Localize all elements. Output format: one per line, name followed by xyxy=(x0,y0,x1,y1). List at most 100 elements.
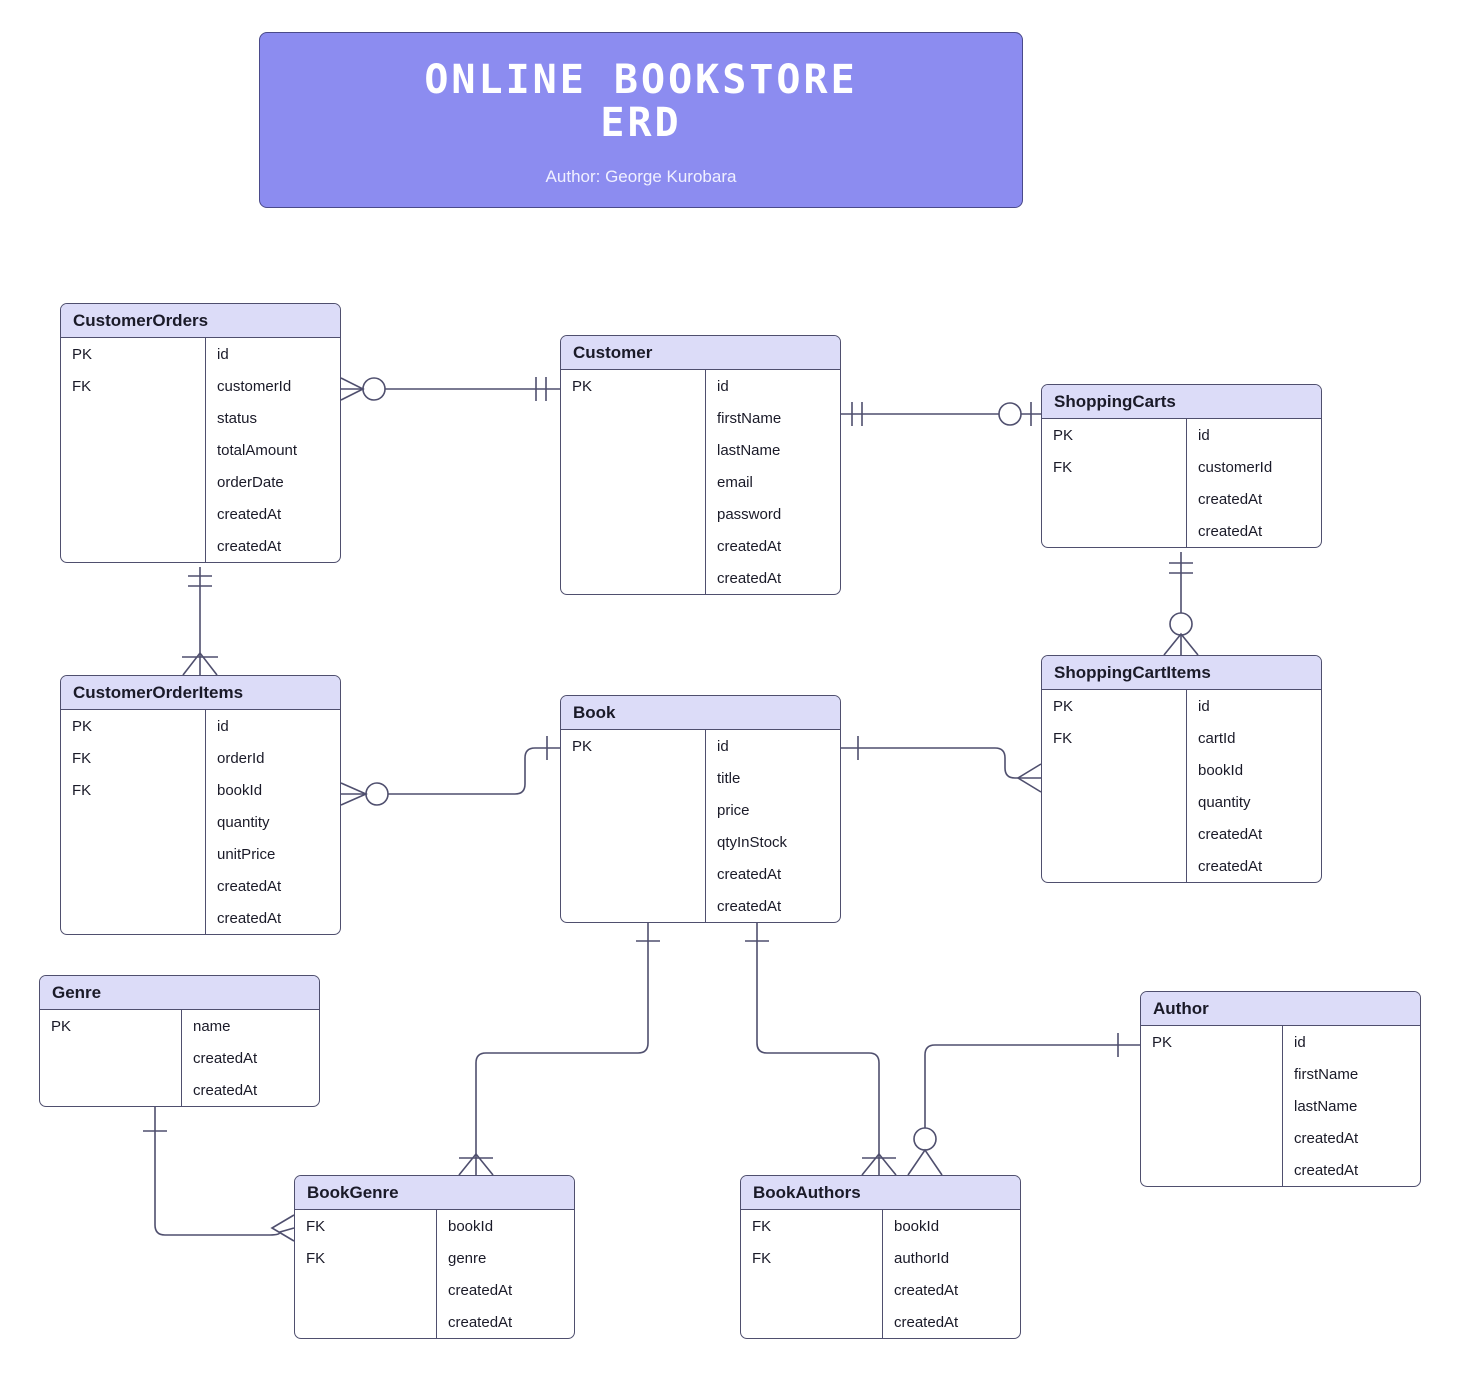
attribute-row[interactable]: firstName xyxy=(561,402,840,434)
attribute-row[interactable]: PK id xyxy=(1042,419,1321,451)
attribute-row[interactable]: createdAt xyxy=(1042,850,1321,882)
attribute-row[interactable]: FK cartId xyxy=(1042,722,1321,754)
attribute-row[interactable]: FK bookId xyxy=(295,1210,574,1242)
attribute-row[interactable]: quantity xyxy=(61,806,340,838)
entity-shopping-cart-items[interactable]: ShoppingCartItems PK id FK cartId bookId… xyxy=(1041,655,1322,883)
attribute-row[interactable]: PK id xyxy=(1042,690,1321,722)
attribute-row[interactable]: status xyxy=(61,402,340,434)
attribute-row[interactable]: qtyInStock xyxy=(561,826,840,858)
rel-book-bookauthors xyxy=(745,921,897,1176)
attribute-row[interactable]: unitPrice xyxy=(61,838,340,870)
entity-book-authors[interactable]: BookAuthors FK bookId FK authorId create… xyxy=(740,1175,1021,1339)
key-label: FK xyxy=(306,1217,326,1235)
attribute-row[interactable]: createdAt xyxy=(741,1274,1020,1306)
entity-genre[interactable]: Genre PK name createdAt createdAt xyxy=(39,975,320,1107)
diagram-title-banner: ONLINE BOOKSTORE ERD Author: George Kuro… xyxy=(259,32,1023,208)
attribute-row[interactable]: createdAt xyxy=(295,1274,574,1306)
attribute-row[interactable]: createdAt xyxy=(61,530,340,562)
attribute-row[interactable]: createdAt xyxy=(1141,1154,1420,1186)
attribute-row[interactable]: price xyxy=(561,794,840,826)
key-label: PK xyxy=(72,345,93,363)
attribute-row[interactable]: PK id xyxy=(61,710,340,742)
attribute-row[interactable]: email xyxy=(561,466,840,498)
key-label: PK xyxy=(51,1017,72,1035)
attribute-row[interactable]: FK authorId xyxy=(741,1242,1020,1274)
attribute-name: id xyxy=(717,737,729,755)
attribute-name: email xyxy=(717,473,753,491)
attribute-row[interactable]: createdAt xyxy=(741,1306,1020,1338)
attribute-row[interactable]: FK bookId xyxy=(61,774,340,806)
entity-shopping-carts[interactable]: ShoppingCarts PK id FK customerId create… xyxy=(1041,384,1322,548)
rel-shoppingcarts-shoppingcartitems xyxy=(1163,552,1199,656)
attribute-row[interactable]: createdAt xyxy=(1042,515,1321,547)
rel-book-bookgenre xyxy=(458,921,660,1176)
key-label: PK xyxy=(72,717,93,735)
attribute-row[interactable]: createdAt xyxy=(40,1042,319,1074)
key-label: FK xyxy=(1053,729,1073,747)
attribute-row[interactable]: createdAt xyxy=(561,562,840,594)
attribute-row[interactable]: createdAt xyxy=(561,858,840,890)
rel-book-shoppingcartitems xyxy=(841,736,1042,793)
attribute-row[interactable]: createdAt xyxy=(40,1074,319,1106)
attribute-name: totalAmount xyxy=(217,441,298,459)
attribute-name: lastName xyxy=(717,441,781,459)
attribute-row[interactable]: createdAt xyxy=(1042,818,1321,850)
entity-customer-order-items[interactable]: CustomerOrderItems PK id FK orderId FK b… xyxy=(60,675,341,935)
key-label: PK xyxy=(1053,426,1074,444)
entity-customer[interactable]: Customer PK id firstName lastName email … xyxy=(560,335,841,595)
entity-customer-orders[interactable]: CustomerOrders PK id FK customerId statu… xyxy=(60,303,341,563)
attribute-row[interactable]: createdAt xyxy=(1141,1122,1420,1154)
attribute-row[interactable]: quantity xyxy=(1042,786,1321,818)
rel-author-bookauthors xyxy=(907,1033,1140,1176)
attribute-row[interactable]: createdAt xyxy=(61,902,340,934)
attribute-row[interactable]: lastName xyxy=(561,434,840,466)
attribute-row[interactable]: lastName xyxy=(1141,1090,1420,1122)
attribute-row[interactable]: password xyxy=(561,498,840,530)
key-label: FK xyxy=(1053,458,1073,476)
entity-author[interactable]: Author PK id firstName lastName createdA… xyxy=(1140,991,1421,1187)
entity-title: ShoppingCarts xyxy=(1042,385,1321,419)
attribute-row[interactable]: totalAmount xyxy=(61,434,340,466)
attribute-name: createdAt xyxy=(894,1313,959,1331)
entity-attributes: PK id title price qtyInStock createdAt c… xyxy=(561,730,840,922)
entity-book[interactable]: Book PK id title price qtyInStock create… xyxy=(560,695,841,923)
attribute-row[interactable]: PK id xyxy=(561,730,840,762)
attribute-name: lastName xyxy=(1294,1097,1358,1115)
attribute-name: authorId xyxy=(894,1249,950,1267)
attribute-row[interactable]: PK name xyxy=(40,1010,319,1042)
attribute-row[interactable]: createdAt xyxy=(561,530,840,562)
entity-attributes: PK id firstName lastName createdAt creat… xyxy=(1141,1026,1420,1186)
rel-customerorders-customer xyxy=(340,377,560,401)
entity-attributes: PK id firstName lastName email password … xyxy=(561,370,840,594)
attribute-row[interactable]: PK id xyxy=(61,338,340,370)
attribute-name: createdAt xyxy=(217,877,282,895)
entity-title: Genre xyxy=(40,976,319,1010)
attribute-row[interactable]: FK genre xyxy=(295,1242,574,1274)
attribute-row[interactable]: FK bookId xyxy=(741,1210,1020,1242)
attribute-row[interactable]: title xyxy=(561,762,840,794)
attribute-row[interactable]: FK customerId xyxy=(1042,451,1321,483)
entity-book-genre[interactable]: BookGenre FK bookId FK genre createdAt c… xyxy=(294,1175,575,1339)
attribute-row[interactable]: FK orderId xyxy=(61,742,340,774)
attribute-row[interactable]: createdAt xyxy=(1042,483,1321,515)
attribute-row[interactable]: orderDate xyxy=(61,466,340,498)
entity-attributes: FK bookId FK authorId createdAt createdA… xyxy=(741,1210,1020,1338)
column-divider xyxy=(205,710,206,934)
attribute-row[interactable]: createdAt xyxy=(61,498,340,530)
key-label: FK xyxy=(72,377,92,395)
diagram-title: ONLINE BOOKSTORE ERD xyxy=(424,57,858,147)
key-label: FK xyxy=(72,781,92,799)
attribute-name: price xyxy=(717,801,750,819)
attribute-name: createdAt xyxy=(193,1081,258,1099)
attribute-row[interactable]: bookId xyxy=(1042,754,1321,786)
attribute-name: createdAt xyxy=(717,537,782,555)
attribute-row[interactable]: createdAt xyxy=(61,870,340,902)
attribute-row[interactable]: FK customerId xyxy=(61,370,340,402)
attribute-row[interactable]: createdAt xyxy=(561,890,840,922)
attribute-name: id xyxy=(1198,697,1210,715)
attribute-name: createdAt xyxy=(217,909,282,927)
attribute-row[interactable]: createdAt xyxy=(295,1306,574,1338)
attribute-row[interactable]: firstName xyxy=(1141,1058,1420,1090)
attribute-row[interactable]: PK id xyxy=(1141,1026,1420,1058)
attribute-row[interactable]: PK id xyxy=(561,370,840,402)
